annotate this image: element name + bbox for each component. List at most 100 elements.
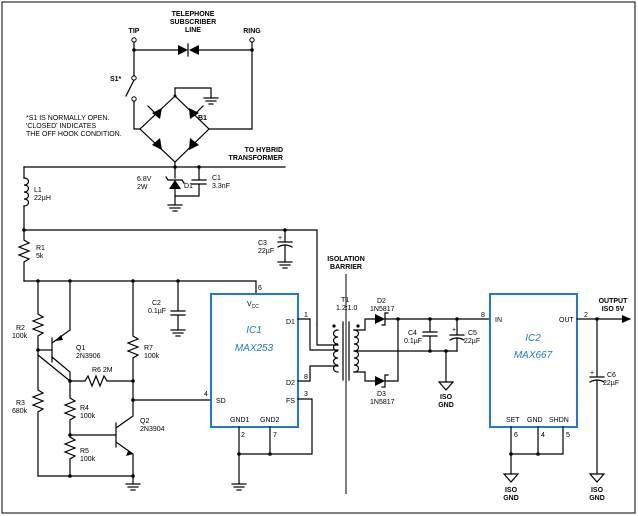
c5-label: C5 22µF [464,330,480,345]
svg-text:GND: GND [589,495,605,502]
svg-text:6.8V: 6.8V [137,176,152,183]
output-arrow-icon [622,315,631,323]
svg-text:Q1: Q1 [76,345,85,352]
ic1-fs-wire [269,398,313,455]
d3-label: D3 1N5817 [370,391,395,406]
c1-label: C1 3.3nF [212,175,230,190]
resistor-r4-r5 [63,389,77,477]
c5-polarity: + [452,327,456,334]
svg-text:Q2: Q2 [140,418,149,425]
svg-text:OUTPUT: OUTPUT [599,298,629,305]
svg-text:C1: C1 [212,175,221,182]
ic1-d1-pin: D1 [286,319,295,326]
s1-switch-blade [125,79,135,97]
t1-secondary-top [353,318,376,331]
ic2-pin6-num: 6 [514,432,518,439]
svg-text:C2: C2 [152,300,161,307]
ground-symbol [277,261,293,269]
c2-capacitor [170,280,186,331]
ring-label: RING [243,28,261,35]
t1-label: T1 1.2:1.0 [336,297,358,312]
svg-text:2N3904: 2N3904 [140,426,165,433]
to-hybrid-label: TO HYBRID TRANSFORMER [229,147,283,162]
iso-gnd-wire [445,350,458,383]
ic2-in-pin: IN [495,317,502,324]
junction [131,474,135,478]
svg-text:100k: 100k [80,413,96,420]
ic1-name: IC1 [246,325,262,336]
svg-text:*S1 IS NORMALLY OPEN.: *S1 IS NORMALLY OPEN. [26,115,109,122]
svg-text:TELEPHONE: TELEPHONE [172,11,215,18]
zener-rating-label: 6.8V 2W [137,176,152,191]
ic1-gnd2-pin: GND2 [260,417,280,424]
svg-text:T1: T1 [341,297,349,304]
svg-text:R1: R1 [36,245,45,252]
c6-label: C6 22µF [603,372,619,387]
svg-text:LINE: LINE [185,27,201,34]
svg-text:R5: R5 [80,448,89,455]
r5-label: R5 100k [80,448,96,463]
ic2-pin4-num: 4 [541,432,545,439]
junction [173,94,177,98]
r7-label: R7 100k [144,345,160,360]
ring-wire [208,41,253,130]
svg-text:R3: R3 [16,400,25,407]
ground-symbol [125,483,141,491]
c3-capacitor [277,229,293,263]
ic1-fs-pin: FS [286,398,295,405]
junction [268,452,272,456]
r6-label: R6 2M [92,367,113,374]
svg-text:C3: C3 [258,240,267,247]
zener-d1 [165,176,185,189]
svg-text:D2: D2 [377,298,386,305]
d1-label: D1 [184,183,193,190]
d2-label: D2 1N5817 [370,298,395,313]
svg-text:R4: R4 [80,405,89,412]
s1-note: *S1 IS NORMALLY OPEN. 'CLOSED' INDICATES… [26,115,122,138]
ic2-shdn-pin: SHDN [549,417,569,424]
svg-text:100k: 100k [144,353,160,360]
c6-polarity: + [590,370,594,377]
tip-label: TIP [129,28,140,35]
ic1-d2-wire [297,365,339,382]
ic1-max253 [210,293,299,428]
svg-text:22µF: 22µF [603,380,619,387]
ground-symbol [231,483,247,491]
svg-text:2W: 2W [137,184,148,191]
junction [536,452,540,456]
ic2-shdn-wire [537,426,564,455]
svg-text:22µF: 22µF [258,248,274,255]
ic1-gnd1-pin: GND1 [230,417,250,424]
svg-text:ISO: ISO [505,487,518,494]
svg-text:ISOLATION: ISOLATION [327,256,365,263]
isolation-barrier-label: ISOLATION BARRIER [327,256,365,271]
c3-label: C3 22µF [258,240,274,255]
c5-capacitor [449,318,465,352]
vcc-bus [23,280,257,295]
junction [428,349,432,353]
c2-label: C2 0.1µF [148,300,166,315]
ic1-pin3-num: 3 [304,391,308,398]
ic1-part: MAX253 [235,343,274,354]
output-label: OUTPUT ISO 5V [599,298,629,313]
svg-text:22µH: 22µH [34,195,51,202]
c4-capacitor [422,318,438,352]
svg-text:TO HYBRID: TO HYBRID [245,147,283,154]
d3-return-wire [384,318,399,382]
ic1-pin7-num: 7 [273,432,277,439]
svg-text:L1: L1 [34,187,42,194]
c1-capacitor [174,166,207,197]
iso-gnd-label-ic2: ISO GND [503,487,519,502]
l1-label: L1 22µH [34,187,51,202]
junction [68,474,72,478]
bridge-ground-wire [174,87,212,99]
svg-text:1N5817: 1N5817 [370,399,395,406]
ic2-gnd-pin: GND [527,417,543,424]
svg-text:TRANSFORMER: TRANSFORMER [229,155,283,162]
r2-label: R2 100k [12,325,28,340]
ic2-out-pin: OUT [559,317,575,324]
iso-gnd-label-output: ISO GND [589,487,605,502]
